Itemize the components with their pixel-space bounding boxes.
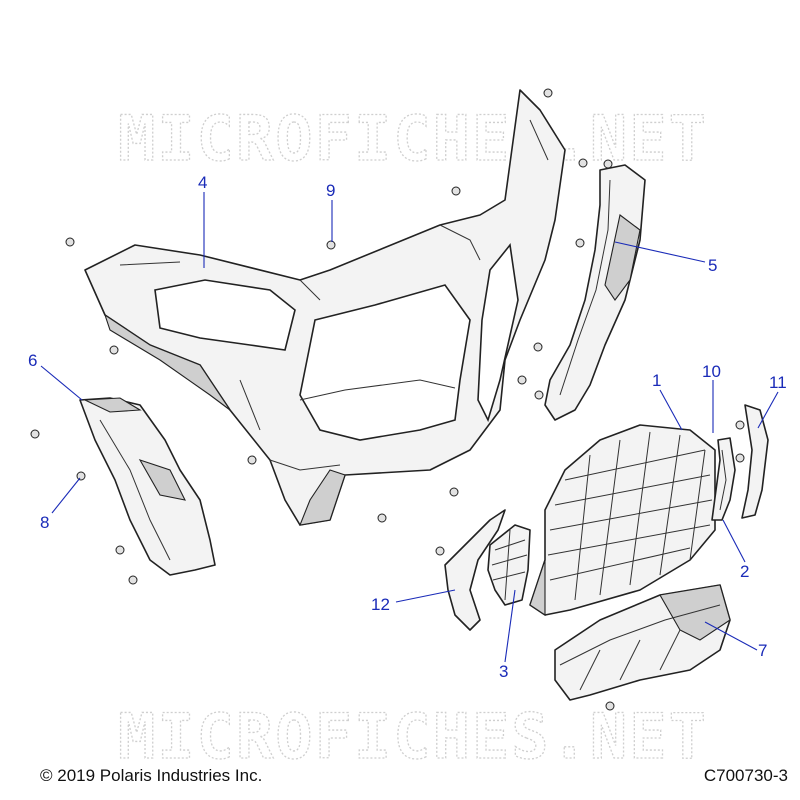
fastener-icon xyxy=(578,158,588,168)
part-6-left-side-panel xyxy=(79,397,216,576)
callout-7: 7 xyxy=(758,641,767,660)
fasteners xyxy=(30,88,745,711)
callout-labels: 4 9 5 6 1 10 11 2 8 12 3 7 xyxy=(28,173,787,681)
fastener-icon xyxy=(449,487,459,497)
fastener-icon xyxy=(543,88,553,98)
part-4-front-fascia xyxy=(84,89,566,526)
part-3-insert-grille xyxy=(487,524,531,606)
callout-1: 1 xyxy=(652,371,661,390)
watermark-top: MICROFICHES.NET xyxy=(118,102,708,175)
part-10-bracket xyxy=(711,437,736,521)
part-5-right-side-panel xyxy=(544,164,646,421)
fastener-icon xyxy=(533,342,543,352)
fastener-icon xyxy=(451,186,461,196)
callout-12: 12 xyxy=(371,595,390,614)
part-12-left-trim xyxy=(444,509,506,631)
callout-4: 4 xyxy=(198,173,207,192)
part-1-grille xyxy=(529,424,716,617)
watermark-bottom: MICROFICHES.NET xyxy=(118,700,708,773)
fastener-icon xyxy=(128,575,138,585)
fastener-icon xyxy=(517,375,527,385)
fastener-icon xyxy=(247,455,257,465)
fastener-icon xyxy=(435,546,445,556)
fastener-icon xyxy=(326,240,336,250)
fastener-icon xyxy=(534,390,544,400)
callout-8: 8 xyxy=(40,513,49,532)
fastener-icon xyxy=(65,237,75,247)
callout-2: 2 xyxy=(740,562,749,581)
callout-5: 5 xyxy=(708,256,717,275)
fastener-icon xyxy=(109,345,119,355)
callout-10: 10 xyxy=(702,362,721,381)
fastener-icon xyxy=(30,429,40,439)
callout-6: 6 xyxy=(28,351,37,370)
callout-11: 11 xyxy=(769,373,787,392)
copyright-text: © 2019 Polaris Industries Inc. xyxy=(40,766,263,785)
leader-lines xyxy=(40,192,779,663)
fastener-icon xyxy=(575,238,585,248)
fastener-icon xyxy=(377,513,387,523)
fastener-icon xyxy=(735,453,745,463)
fastener-icon xyxy=(76,471,86,481)
callout-3: 3 xyxy=(499,662,508,681)
part-11-right-trim xyxy=(741,404,769,519)
fastener-icon xyxy=(603,159,613,169)
fastener-icon xyxy=(605,701,615,711)
callout-9: 9 xyxy=(326,181,335,200)
fastener-icon xyxy=(115,545,125,555)
fastener-icon xyxy=(735,420,745,430)
drawing-number: C700730-3 xyxy=(703,766,788,785)
